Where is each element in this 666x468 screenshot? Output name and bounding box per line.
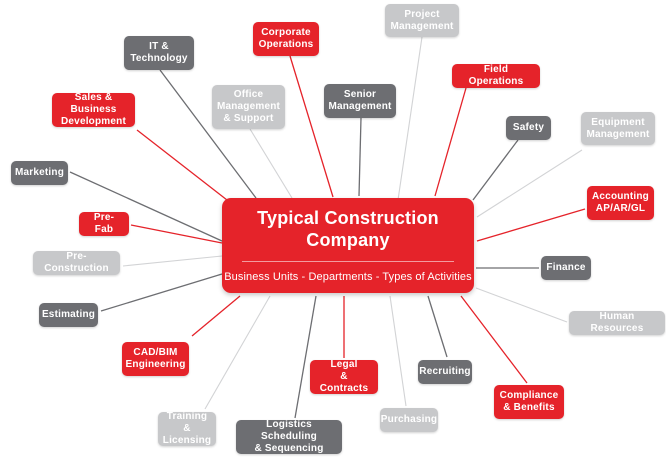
node-label: Recruiting [419, 366, 471, 377]
hub-subtitle: Business Units - Departments - Types of … [224, 271, 472, 283]
node-label: CAD/BIM Engineering [125, 347, 186, 370]
node-compliance-benefits[interactable]: Compliance & Benefits [494, 385, 564, 419]
node-label: Legal & Contracts [319, 359, 369, 394]
hub-title: Typical Construction Company [257, 208, 439, 250]
node-label: Senior Management [328, 89, 392, 112]
node-sales-business-development[interactable]: Sales & Business Development [52, 92, 135, 127]
node-label: Accounting AP/AR/GL [592, 191, 649, 214]
spoke-line [434, 87, 467, 197]
node-office-management-support[interactable]: Office Management & Support [212, 85, 285, 129]
node-logistics-scheduling-sequencing[interactable]: Logistics Scheduling & Sequencing [236, 419, 342, 454]
node-label: Training & Licensing [162, 411, 212, 446]
spoke-line [130, 224, 223, 244]
spoke-line [397, 36, 423, 201]
node-label: Field Operations [468, 64, 524, 87]
node-training-licensing[interactable]: Training & Licensing [158, 411, 216, 446]
spoke-line [100, 273, 223, 312]
node-accounting-ap-ar-gl[interactable]: Accounting AP/AR/GL [587, 186, 654, 220]
node-label: Equipment Management [586, 116, 650, 140]
node-purchasing[interactable]: Purchasing [380, 408, 438, 432]
node-pre-construction[interactable]: Pre-Construction [33, 251, 120, 275]
node-marketing[interactable]: Marketing [11, 161, 68, 185]
spoke-line [475, 287, 568, 323]
node-label: Human Resources [590, 311, 644, 334]
spoke-line [294, 295, 317, 419]
node-cad-bim-engineering[interactable]: CAD/BIM Engineering [122, 342, 189, 376]
node-finance[interactable]: Finance [541, 256, 591, 280]
node-pre-fab[interactable]: Pre-Fab [79, 212, 129, 236]
node-label: Purchasing [380, 414, 438, 425]
spoke-line [427, 295, 448, 358]
node-label: Safety [512, 122, 545, 133]
spoke-line [358, 117, 362, 197]
node-label: Sales & Business Development [61, 92, 126, 127]
node-corporate-operations[interactable]: Corporate Operations [253, 22, 319, 56]
spoke-line [191, 295, 241, 337]
node-field-operations[interactable]: Field Operations [452, 64, 540, 88]
node-label: IT & Technology [130, 41, 188, 64]
node-legal-contracts[interactable]: Legal & Contracts [310, 359, 378, 394]
node-project-management[interactable]: Project Management [385, 4, 459, 37]
hub-central-box[interactable]: Typical Construction Company Business Un… [222, 198, 474, 293]
spoke-line [472, 139, 519, 201]
node-equipment-management[interactable]: Equipment Management [581, 112, 655, 145]
node-it-technology[interactable]: IT & Technology [124, 36, 194, 70]
node-label: Pre-Fab [93, 212, 115, 235]
node-label: Estimating [41, 309, 96, 320]
spoke-line [122, 255, 223, 267]
node-label: Corporate Operations [258, 27, 314, 50]
node-label: Finance [546, 262, 586, 273]
node-safety[interactable]: Safety [506, 116, 551, 140]
spoke-line [204, 295, 271, 410]
node-recruiting[interactable]: Recruiting [418, 360, 472, 384]
node-label: Pre-Construction [44, 251, 109, 274]
spoke-line [476, 208, 586, 242]
node-label: Logistics Scheduling & Sequencing [254, 419, 324, 454]
hub-divider [242, 261, 454, 262]
spoke-line [249, 128, 293, 199]
node-label: Marketing [14, 167, 65, 178]
node-human-resources[interactable]: Human Resources [569, 311, 665, 335]
spoke-line [476, 149, 583, 218]
node-senior-management[interactable]: Senior Management [324, 84, 396, 118]
spoke-line [389, 295, 407, 407]
node-label: Compliance & Benefits [499, 390, 559, 413]
node-label: Office Management & Support [216, 89, 281, 124]
node-estimating[interactable]: Estimating [39, 303, 98, 327]
node-label: Project Management [390, 8, 454, 32]
spoke-line [136, 129, 228, 201]
spoke-line [289, 55, 334, 198]
